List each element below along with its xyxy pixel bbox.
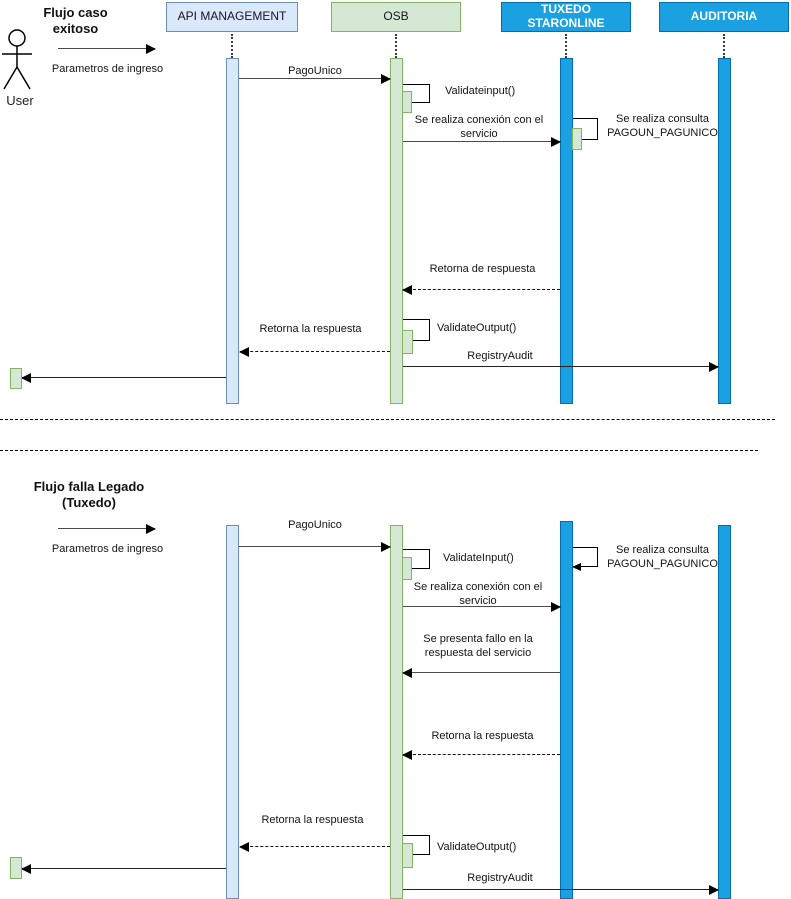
- activation-validateoutput-s1: [402, 330, 413, 354]
- arrow-line: [239, 546, 390, 547]
- arrow-head-icon: [709, 362, 719, 372]
- arrow-head-icon: [381, 542, 391, 552]
- message-label-validateinput-s1: Validateinput(): [445, 85, 516, 97]
- section-divider-2: [0, 450, 758, 451]
- lifeline-header-api-management: API MANAGEMENT: [166, 2, 298, 32]
- lifeline-header-auditoria: AUDITORIA: [659, 2, 789, 32]
- ingress-label-s1: Parametros de ingreso: [51, 63, 164, 75]
- lifeline-dotted-api: [231, 34, 233, 58]
- message-label-consulta-s2: Se realiza consulta PAGOUN_PAGUNICO: [607, 544, 718, 571]
- activation-bar-api-s2: [226, 525, 239, 899]
- arrow-line: [239, 78, 390, 79]
- message-label-conexion-s2: Se realiza conexión con el servicio: [413, 581, 543, 608]
- arrow-line: [403, 889, 718, 890]
- arrow-line: [22, 377, 226, 378]
- activation-bar-tuxedo-s2: [560, 521, 573, 899]
- message-label-validateoutput-s2: ValidateOutput(): [437, 841, 517, 853]
- activation-bar-auditoria-s2: [718, 525, 731, 899]
- section1-title: Flujo caso exitoso: [43, 5, 108, 37]
- arrow-head-icon: [551, 137, 561, 147]
- user-activation-box-s1: [10, 368, 22, 389]
- arrow-head-icon: [239, 347, 249, 357]
- lifeline-label: AUDITORIA: [690, 9, 758, 24]
- arrow-line: [403, 672, 560, 673]
- message-label-fallo-s2: Se presenta fallo en la respuesta del se…: [423, 633, 533, 660]
- arrow-line: [403, 754, 560, 755]
- arrow-head-icon: [239, 842, 249, 852]
- arrow-head-icon: [402, 750, 412, 760]
- section2-title: Flujo falla Legado (Tuxedo): [33, 479, 145, 511]
- lifeline-header-osb: OSB: [331, 2, 461, 32]
- message-label-validateinput-s2: ValidateInput(): [443, 552, 514, 564]
- arrow-head-icon: [402, 668, 412, 678]
- activation-validateinput-s2: [402, 557, 412, 580]
- arrow-line: [403, 366, 718, 367]
- message-label-registryaudit-s2: RegistryAudit: [467, 872, 533, 884]
- activation-bar-osb-s1: [390, 58, 403, 404]
- arrow-line: [58, 48, 155, 49]
- arrow-line: [22, 868, 226, 869]
- lifeline-dotted-auditoria: [723, 34, 725, 58]
- arrow-head-icon: [551, 602, 561, 612]
- arrow-head-icon: [146, 44, 156, 54]
- arrow-head-icon: [381, 74, 391, 84]
- arrow-head-icon: [709, 885, 719, 895]
- lifeline-label: OSB: [383, 9, 409, 24]
- lifeline-dotted-tuxedo: [565, 34, 567, 58]
- message-label-consulta-s1: Se realiza consulta PAGOUN_PAGUNICO: [607, 113, 718, 140]
- ingress-label-s2: Parametros de ingreso: [51, 543, 164, 555]
- message-label-pagounico-s1: PagoUnico: [288, 65, 342, 77]
- user-actor-label: User: [6, 93, 34, 108]
- activation-validateinput-s1: [402, 91, 412, 113]
- message-label-retorna-api-s2: Retorna la respuesta: [261, 814, 364, 826]
- message-label-conexion-s1: Se realiza conexión con el servicio: [414, 114, 544, 141]
- lifeline-dotted-osb: [395, 34, 397, 58]
- arrow-line: [240, 351, 390, 352]
- arrow-head-icon: [146, 524, 156, 534]
- arrow-line: [403, 606, 560, 607]
- arrow-head-icon: [572, 563, 581, 571]
- self-loop-consulta-s2: [572, 547, 598, 571]
- message-label-retorna-la-s1: Retorna la respuesta: [259, 323, 362, 335]
- activation-consulta-s1: [572, 128, 582, 150]
- activation-bar-tuxedo-s1: [560, 58, 573, 404]
- message-label-validateoutput-s1: ValidateOutput(): [437, 322, 517, 334]
- message-label-retorna-de-s1: Retorna de respuesta: [429, 263, 536, 275]
- arrow-line: [403, 289, 560, 290]
- activation-bar-auditoria-s1: [718, 58, 731, 404]
- message-label-retorna-osb-s2: Retorna la respuesta: [431, 730, 534, 742]
- arrow-head-icon: [21, 864, 31, 874]
- message-label-pagounico-s2: PagoUnico: [288, 519, 342, 531]
- arrow-line: [403, 141, 560, 142]
- message-label-registryaudit-s1: RegistryAudit: [467, 350, 533, 362]
- arrow-head-icon: [402, 285, 412, 295]
- activation-bar-api-s1: [226, 58, 239, 404]
- user-actor-icon: [2, 29, 32, 90]
- lifeline-header-tuxedo-staronline: TUXEDO STARONLINE: [501, 2, 631, 32]
- arrow-head-icon: [21, 373, 31, 383]
- activation-validateoutput-s2: [402, 843, 413, 868]
- arrow-line: [58, 528, 155, 529]
- lifeline-label: API MANAGEMENT: [177, 9, 287, 24]
- arrow-line: [240, 846, 390, 847]
- user-activation-box-s2: [10, 857, 22, 879]
- section-divider-1: [0, 419, 775, 420]
- lifeline-label: TUXEDO STARONLINE: [527, 2, 605, 30]
